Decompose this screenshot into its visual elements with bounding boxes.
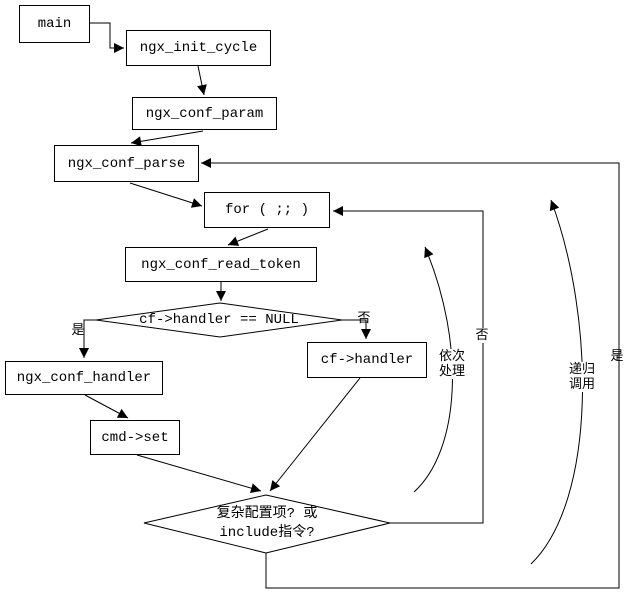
node-ngx-init-cycle: ngx_init_cycle — [126, 30, 271, 66]
edge-label-yes-complex: 是 — [610, 349, 624, 364]
edge-cmd-set-to-complex-decision — [136, 454, 262, 494]
edge-conf-handler-to-cmd-set — [84, 394, 129, 419]
edge-init-cycle-to-conf-param — [197, 65, 207, 96]
node-main: main — [19, 5, 90, 43]
annotation-sequential-processing: 依次 处理 — [437, 349, 467, 379]
node-ngx-conf-read-token: ngx_conf_read_token — [125, 247, 317, 282]
edge-sequential-processing-curve — [413, 246, 453, 493]
annotation-recursive-call: 递归 调用 — [566, 362, 598, 392]
decision-diamond-complex-include — [143, 494, 391, 554]
edge-conf-parse-to-for-loop — [129, 182, 203, 208]
node-cmd-set: cmd->set — [90, 420, 180, 455]
edge-label-yes-handler-null: 是 — [71, 323, 85, 338]
edge-decision-yes-to-conf-handler — [79, 319, 96, 358]
node-ngx-conf-handler: ngx_conf_handler — [5, 361, 163, 395]
decision-diamond-handler-null — [95, 302, 343, 338]
edge-for-loop-to-read-token — [227, 228, 269, 246]
edge-label-no-complex: 否 — [474, 328, 490, 343]
edge-main-to-init-cycle — [90, 22, 124, 53]
node-ngx-conf-parse: ngx_conf_parse — [54, 145, 199, 182]
edge-complex-yes-loop-to-conf-parse — [201, 158, 620, 589]
edge-conf-param-to-conf-parse — [130, 130, 204, 147]
node-ngx-conf-param: ngx_conf_param — [132, 97, 277, 130]
edge-complex-no-loop-to-for-loop — [333, 206, 484, 524]
node-for-loop: for ( ;; ) — [204, 192, 330, 228]
edge-recursive-call-curve — [530, 199, 584, 565]
edge-decision-no-to-cf-handler — [342, 319, 371, 339]
edge-label-no-handler-null: 否 — [357, 311, 371, 326]
node-cf-handler: cf->handler — [307, 342, 427, 378]
edge-cf-handler-to-complex-decision — [269, 377, 361, 492]
